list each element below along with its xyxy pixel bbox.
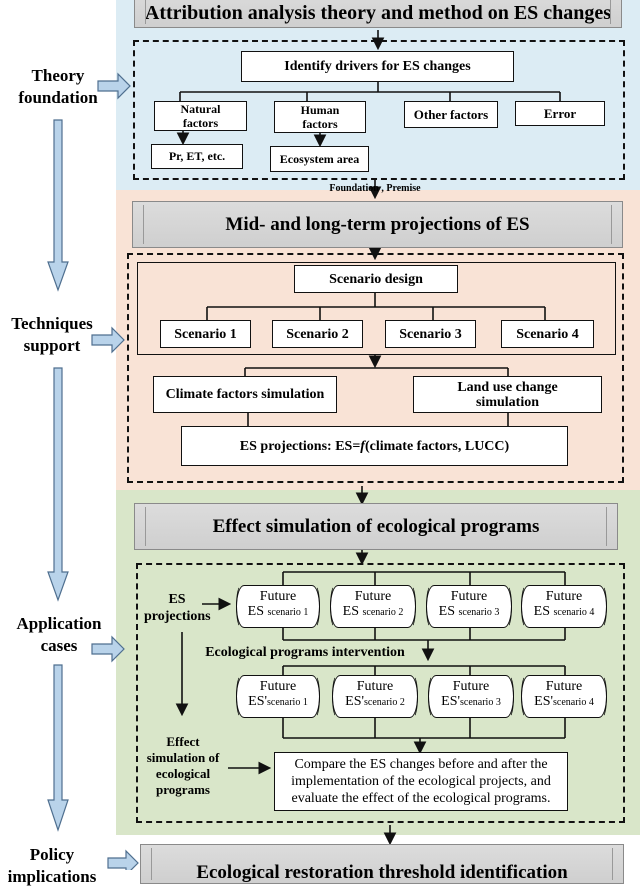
projection-dashed-frame: [127, 253, 624, 483]
human-factors-box: Human factors: [274, 101, 366, 133]
es-label: ES: [247, 604, 264, 619]
foundation-premise-label: Foundation , Premise: [329, 183, 421, 194]
future-es-prime-scenario-4: Future ES'scenario 4: [521, 675, 607, 718]
future-label: Future: [545, 589, 583, 604]
future-label: Future: [354, 589, 392, 604]
natural-factors-box: Natural factors: [154, 101, 247, 131]
es-prime-label: ES': [441, 694, 461, 709]
compare-box: Compare the ES changes before and after …: [274, 752, 568, 811]
es-projections-label: ES projections: [144, 592, 211, 624]
theory-dashed-frame: [133, 40, 625, 180]
future-es-prime-scenario-1: Future ES'scenario 1: [236, 675, 320, 718]
future-label: Future: [450, 589, 488, 604]
identify-drivers-box: Identify drivers for ES changes: [241, 51, 514, 82]
scenario-sub: scenario 2: [362, 607, 404, 618]
es-prime-label: ES': [248, 694, 268, 709]
land-use-change-box: Land use change simulation: [413, 376, 602, 413]
es-prime-label: ES': [345, 694, 365, 709]
ecosystem-area-box: Ecosystem area: [270, 146, 369, 172]
scenario-frame: [137, 262, 616, 355]
es-label: ES: [342, 604, 359, 619]
future-es-scenario-4: Future ES scenario 4: [521, 585, 607, 628]
scenario-3-box: Scenario 3: [385, 320, 476, 348]
effect-title: Effect simulation of ecological programs: [134, 503, 618, 550]
es-formula-pre: ES projections: ES=: [239, 438, 361, 454]
scenario-sub: scenario 3: [458, 607, 500, 618]
other-factors-box: Other factors: [404, 101, 498, 128]
future-es-scenario-3: Future ES scenario 3: [426, 585, 512, 628]
future-label: Future: [356, 679, 394, 694]
es-formula-f: f: [360, 438, 365, 454]
es-projections-box: ES projections: ES=f(climate factors, LU…: [181, 426, 568, 466]
scenario-sub: scenario 2: [364, 697, 405, 708]
side-label-policy: Policy implications: [7, 845, 97, 886]
effect-dashed-frame: [136, 563, 625, 823]
future-es-scenario-1: Future ES scenario 1: [236, 585, 320, 628]
projection-title: Mid- and long-term projections of ES: [132, 201, 623, 248]
error-box: Error: [515, 101, 605, 126]
intervention-label: Ecological programs intervention: [205, 645, 405, 660]
scenario-1-box: Scenario 1: [160, 320, 251, 348]
scenario-sub: scenario 4: [553, 697, 594, 708]
effect-simulation-label: Effect simulation of ecological programs: [146, 734, 220, 797]
scenario-sub: scenario 1: [267, 607, 309, 618]
connector-lines: [47, 30, 566, 870]
es-label: ES: [438, 604, 455, 619]
scenario-sub: scenario 4: [553, 607, 595, 618]
scenario-design-box: Scenario design: [294, 265, 458, 293]
future-label: Future: [452, 679, 490, 694]
es-formula-post: (climate factors, LUCC): [364, 438, 510, 454]
future-label: Future: [259, 589, 297, 604]
scenario-2-box: Scenario 2: [272, 320, 363, 348]
pr-et-box: Pr, ET, etc.: [151, 144, 243, 169]
climate-factors-box: Climate factors simulation: [153, 376, 337, 413]
scenario-sub: scenario 3: [460, 697, 501, 708]
scenario-4-box: Scenario 4: [501, 320, 594, 348]
side-label-application: Application cases: [16, 614, 102, 655]
es-label: ES: [533, 604, 550, 619]
es-prime-label: ES': [534, 694, 554, 709]
future-label: Future: [259, 679, 297, 694]
side-label-techniques: Techniques support: [11, 314, 93, 355]
future-es-prime-scenario-2: Future ES'scenario 2: [332, 675, 418, 718]
threshold-title: Ecological restoration threshold identif…: [140, 844, 624, 884]
side-label-theory: Theory foundation: [18, 66, 98, 107]
future-es-prime-scenario-3: Future ES'scenario 3: [428, 675, 514, 718]
future-es-scenario-2: Future ES scenario 2: [330, 585, 416, 628]
future-label: Future: [545, 679, 583, 694]
theory-title: Attribution analysis theory and method o…: [134, 0, 622, 28]
scenario-sub: scenario 1: [267, 697, 308, 708]
